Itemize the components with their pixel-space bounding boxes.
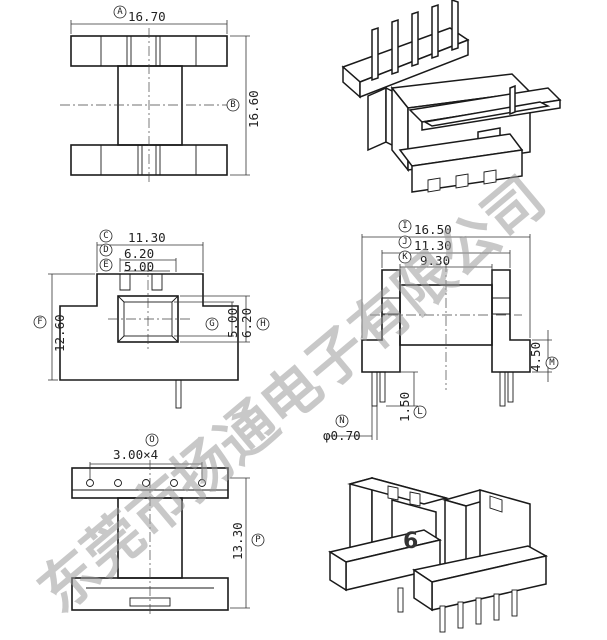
- dim-5-00-v: 5.00: [225, 308, 240, 338]
- marker-i: I: [402, 221, 407, 231]
- view-side-section: C 11.30 D 6.20 E 5.00 F 12.60 G 5.00 6.2…: [33, 229, 270, 409]
- dim-5-00: 5.00: [124, 259, 154, 274]
- marker-a: A: [117, 7, 123, 17]
- dim-6-20: 6.20: [124, 246, 154, 261]
- dim-6-20-v: 6.20: [239, 308, 254, 338]
- marker-d: D: [103, 245, 108, 255]
- dim-1-50: 1.50: [397, 392, 412, 422]
- dim-9-30: 9.30: [420, 253, 450, 268]
- dim-width-16-70: 16.70: [128, 9, 166, 24]
- view-front: A 16.70 B 16.60: [60, 5, 261, 182]
- marker-j: J: [402, 237, 407, 247]
- dim-height-16-60: 16.60: [246, 90, 261, 128]
- marker-p: P: [255, 535, 261, 545]
- marker-m: M: [549, 358, 555, 368]
- marker-o: O: [149, 435, 154, 445]
- isometric-view-bottom: 6: [328, 477, 549, 633]
- dim-4-50: 4.50: [528, 342, 543, 372]
- view-side-pins: O 3.00×4 13.30 P: [71, 433, 265, 615]
- marker-n: N: [339, 416, 344, 426]
- view-front-pins: I 16.50 J 11.30 K 9.30 4.50 M 1.50 L N φ…: [323, 219, 559, 443]
- marker-c: C: [103, 231, 108, 241]
- dim-13-30: 13.30: [230, 522, 245, 560]
- dim-11-30-b: 11.30: [414, 238, 452, 253]
- dim-pitch-3-00x4: 3.00×4: [113, 447, 158, 462]
- marker-g: G: [209, 319, 214, 329]
- marker-e: E: [103, 260, 108, 270]
- marker-b: B: [230, 100, 235, 110]
- dim-16-50: 16.50: [414, 222, 452, 237]
- dim-12-60: 12.60: [52, 314, 67, 352]
- isometric-view-top: [341, 0, 562, 193]
- dim-11-30: 11.30: [128, 230, 166, 245]
- marker-l: L: [417, 407, 422, 417]
- marker-f: F: [37, 317, 42, 327]
- marker-h: H: [260, 319, 265, 329]
- figure-number-badge: 6: [403, 529, 418, 554]
- marker-k: K: [402, 252, 408, 262]
- dim-pin-diameter: φ0.70: [323, 428, 361, 443]
